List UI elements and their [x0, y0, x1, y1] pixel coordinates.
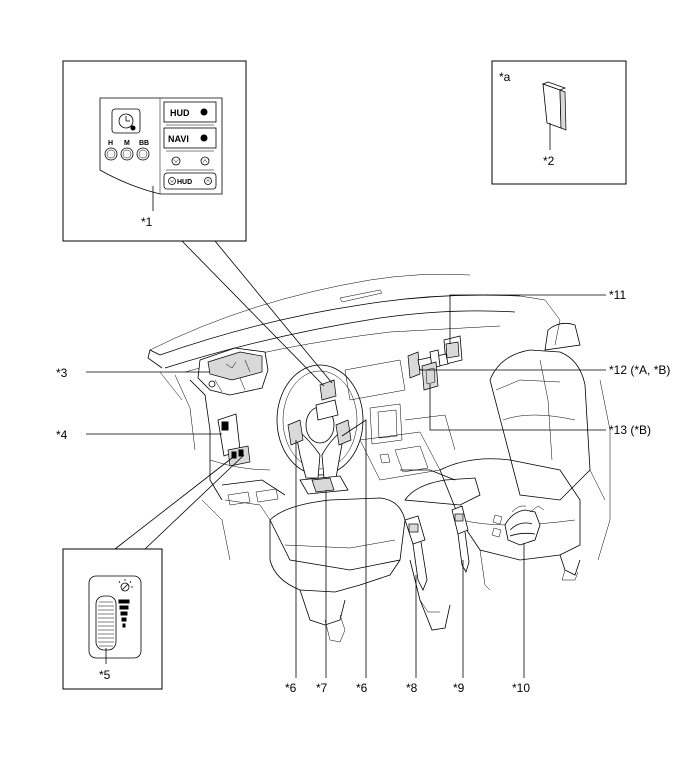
hud-indicator-dot — [200, 108, 208, 116]
driver-seat-cushion — [269, 497, 406, 571]
callout-3: *3 — [56, 366, 68, 380]
callout-8: *8 — [406, 681, 418, 695]
steering-wheel — [276, 364, 364, 476]
chevron-down-icon — [171, 156, 181, 166]
inset-1-frame — [62, 60, 247, 242]
callout-11: *11 — [609, 288, 626, 302]
hud-adjust-button — [163, 172, 217, 190]
inset-a-label: *a — [499, 70, 511, 84]
leader-lines — [86, 240, 606, 678]
thumbwheel-ridges — [98, 601, 114, 647]
inset-5-frame — [62, 548, 163, 690]
connector-bracket-12 — [407, 351, 421, 379]
callout-7: *7 — [316, 681, 328, 695]
navi-button — [163, 127, 217, 149]
inset-dimmer-switch: *5 — [62, 548, 163, 690]
navi-label: NAVI — [168, 134, 189, 144]
hud-label: HUD — [170, 108, 190, 118]
ecu-body — [542, 83, 562, 129]
h-label: H — [108, 140, 113, 147]
callout-13: *13 (*B) — [609, 423, 651, 437]
passenger-seat-back — [489, 349, 591, 501]
hud-button — [163, 101, 217, 123]
hud-small-label: HUD — [177, 179, 192, 186]
navi-indicator-dot — [200, 134, 208, 142]
inset-switch-panel: H M BB HUD NAVI HUD *1 — [62, 60, 247, 242]
callout-5: *5 — [99, 668, 111, 682]
m-label: M — [124, 140, 130, 147]
callout-12: *12 (*A, *B) — [609, 363, 670, 377]
brightness-icon — [118, 579, 133, 592]
bb-label: BB — [139, 140, 149, 147]
callout-2: *2 — [543, 154, 555, 168]
callout-10: *10 — [512, 681, 530, 695]
vehicle-interior — [147, 273, 611, 643]
occupant-classification-sensor — [504, 509, 541, 546]
switch-location-on-dash — [319, 379, 337, 401]
steering-pad-switch-left — [287, 419, 304, 446]
inset-ecu: *a *2 — [491, 60, 627, 185]
callout-9: *9 — [453, 681, 465, 695]
callout-4: *4 — [56, 428, 68, 442]
passenger-seat-cushion — [439, 458, 581, 561]
callout-6-right: *6 — [356, 681, 368, 695]
inset-a-frame — [491, 60, 627, 185]
chevron-up-icon — [200, 156, 210, 166]
callout-6-left: *6 — [285, 681, 297, 695]
callout-1: *1 — [141, 215, 153, 229]
brightness-level-icon — [118, 599, 130, 628]
steering-pad-switch-right — [335, 419, 352, 446]
